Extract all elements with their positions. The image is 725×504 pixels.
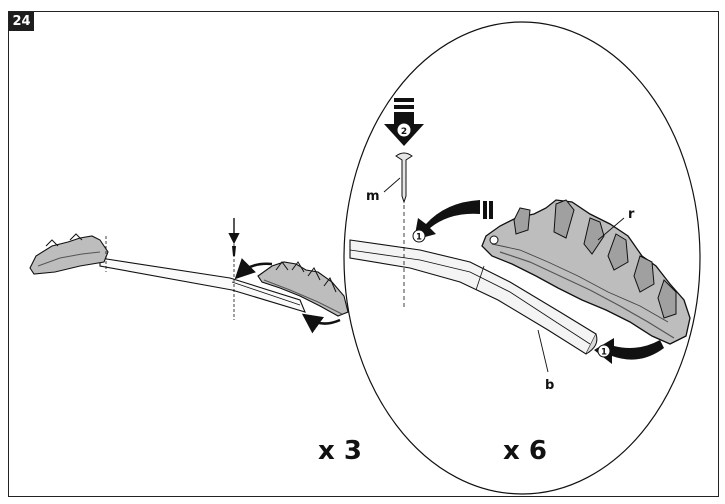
step-badge-2 — [397, 123, 411, 137]
overview-assembly — [29, 218, 349, 334]
svg-text:1: 1 — [601, 348, 607, 358]
step-badge-1-top — [412, 229, 426, 243]
endpiece-r — [481, 199, 691, 345]
quantity-right: x 6 — [503, 436, 547, 466]
overview-rail — [99, 257, 306, 313]
step-badge-1-bottom — [597, 344, 611, 358]
detail-zoom-ellipse — [343, 21, 701, 495]
overview-right-endpiece — [257, 261, 349, 317]
detail-assembly: 2 1 1 — [349, 98, 691, 373]
slide-arrow-bottom — [594, 338, 664, 364]
label-m: m — [366, 189, 380, 204]
figure-frame — [8, 11, 719, 497]
svg-text:1: 1 — [416, 233, 422, 243]
label-b: b — [545, 378, 554, 393]
svg-text:2: 2 — [401, 127, 407, 137]
label-r: r — [628, 207, 635, 222]
overview-left-endpiece — [29, 235, 109, 275]
press-down-arrow — [384, 98, 424, 146]
quantity-left: x 3 — [318, 436, 362, 466]
screw-m — [395, 152, 413, 204]
step-number-badge: 24 — [9, 12, 34, 31]
slide-arrow-top — [414, 200, 493, 240]
